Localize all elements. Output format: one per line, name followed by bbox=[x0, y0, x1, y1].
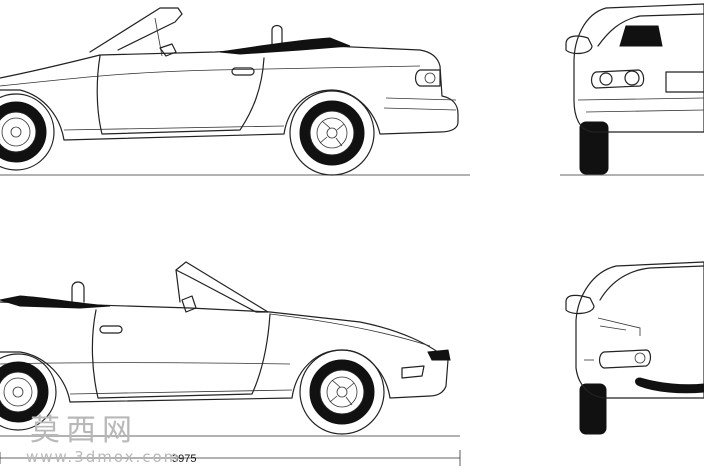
front-view bbox=[565, 261, 704, 435]
side-view-top bbox=[0, 7, 470, 176]
watermark-brand: 莫西网 bbox=[30, 413, 138, 448]
dimension-line: 3975 bbox=[0, 450, 461, 466]
side-view-bottom bbox=[0, 261, 460, 437]
watermark: 莫西网 www.3dmox.com bbox=[26, 413, 180, 466]
watermark-url: www.3dmox.com bbox=[26, 448, 180, 466]
rear-view bbox=[560, 3, 704, 176]
overall-length-label: 3975 bbox=[172, 453, 196, 465]
